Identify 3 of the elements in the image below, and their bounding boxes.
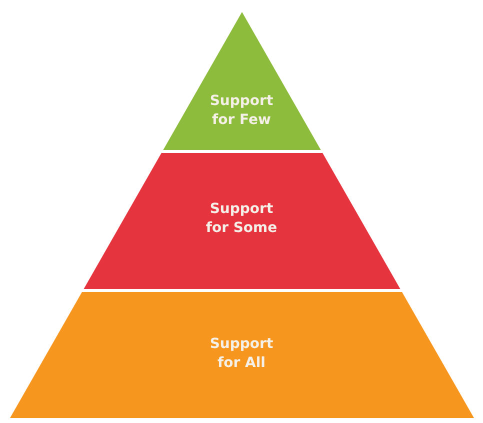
tier-label: Support for All [208,335,274,373]
tier-label: Support for Few [208,92,274,130]
tier-label: Support for Some [204,200,278,238]
